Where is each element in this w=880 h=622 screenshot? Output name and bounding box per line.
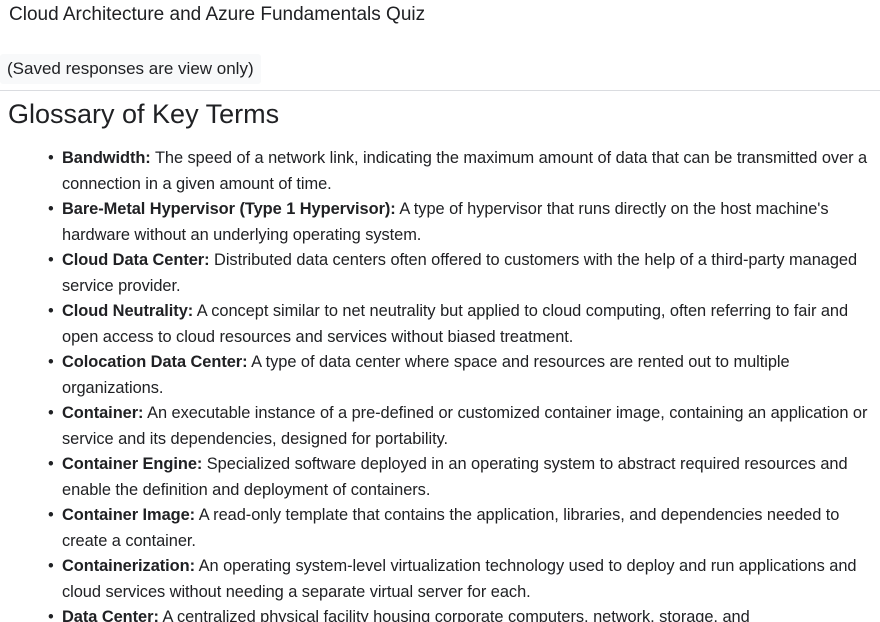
glossary-item-bare-metal-hypervisor: • Bare-Metal Hypervisor (Type 1 Hyperviso… (0, 197, 880, 248)
glossary-item-data-center: • Data Center: A centralized physical fac… (0, 605, 880, 622)
bullet-icon: • (48, 353, 54, 371)
glossary-term: Bare-Metal Hypervisor (Type 1 Hypervisor… (62, 200, 396, 218)
glossary-definition: A type of data center where space and re… (62, 353, 790, 397)
glossary-heading: Glossary of Key Terms (8, 99, 280, 129)
glossary-definition: A type of hypervisor that runs directly … (62, 200, 829, 244)
bullet-icon: • (48, 149, 54, 167)
glossary-list: • Bandwidth: The speed of a network link,… (0, 146, 880, 622)
glossary-term: Cloud Data Center: (62, 251, 210, 269)
glossary-definition: The speed of a network link, indicating … (62, 149, 868, 193)
glossary-term: Containerization: (62, 557, 196, 575)
glossary-term: Colocation Data Center: (62, 353, 248, 371)
quiz-title: Cloud Architecture and Azure Fundamental… (9, 4, 426, 25)
section-divider (0, 90, 880, 91)
glossary-item-containerization: • Containerization: An operating system-l… (0, 554, 880, 605)
glossary-definition: A concept similar to net neutrality but … (62, 302, 849, 346)
glossary-item-colocation-data-center: • Colocation Data Center: A type of data … (0, 350, 880, 401)
glossary-term: Data Center: (62, 608, 159, 622)
glossary-item-cloud-data-center: • Cloud Data Center: Distributed data cen… (0, 248, 880, 299)
glossary-term: Cloud Neutrality: (62, 302, 194, 320)
glossary-definition: Distributed data centers often offered t… (62, 251, 858, 295)
glossary-term: Container: (62, 404, 144, 422)
glossary-definition: A centralized physical facility housing … (158, 608, 750, 622)
glossary-term: Container Image: (62, 506, 196, 524)
bullet-icon: • (48, 251, 54, 269)
bullet-icon: • (48, 404, 54, 422)
glossary-item-bandwidth: • Bandwidth: The speed of a network link,… (0, 146, 880, 197)
glossary-term: Container Engine: (62, 455, 203, 473)
bullet-icon: • (48, 200, 54, 218)
glossary-definition: An operating system-level virtualization… (62, 557, 857, 601)
glossary-term: Bandwidth: (62, 149, 151, 167)
bullet-icon: • (48, 608, 54, 622)
bullet-icon: • (48, 302, 54, 320)
glossary-definition: An executable instance of a pre-defined … (62, 404, 868, 448)
glossary-definition: Specialized software deployed in an oper… (62, 455, 848, 499)
glossary-item-container-image: • Container Image: A read-only template t… (0, 503, 880, 554)
glossary-item-container-engine: • Container Engine: Specialized software … (0, 452, 880, 503)
bullet-icon: • (48, 455, 54, 473)
view-only-note: (Saved responses are view only) (0, 54, 261, 84)
bullet-icon: • (48, 506, 54, 524)
bullet-icon: • (48, 557, 54, 575)
glossary-item-cloud-neutrality: • Cloud Neutrality: A concept similar to … (0, 299, 880, 350)
glossary-definition: A read-only template that contains the a… (62, 506, 840, 550)
glossary-item-container: • Container: An executable instance of a … (0, 401, 880, 452)
